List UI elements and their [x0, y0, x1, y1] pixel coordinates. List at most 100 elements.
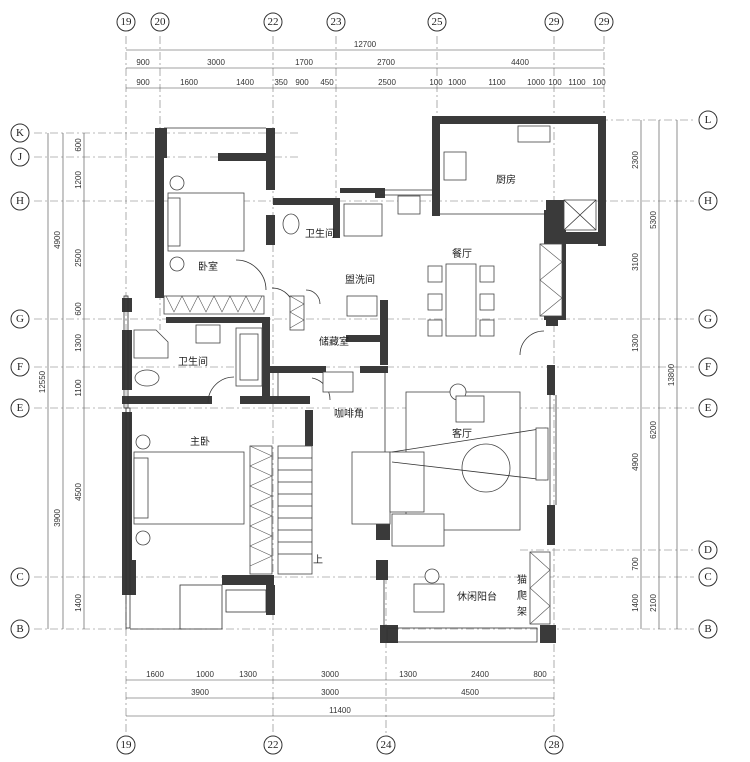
axis-bubble: D	[698, 540, 718, 560]
axis-bubble: 22	[263, 735, 283, 755]
room-label-cat-1: 猫	[517, 573, 527, 586]
axis-bubbles-top: 19 20 22 23 25 29 29	[116, 12, 614, 32]
axis-bubble: 23	[326, 12, 346, 32]
axis-bubble: 29	[544, 12, 564, 32]
room-labels: 厨房 餐厅 卫生间 盥洗间 卧室 储藏室 卫生间 咖啡角 客厅 主卧 休闲阳台 …	[178, 173, 527, 618]
axis-bubble: 22	[263, 12, 283, 32]
room-label-wash: 盥洗间	[345, 273, 375, 286]
svg-text:1000: 1000	[448, 78, 466, 87]
svg-text:3900: 3900	[191, 688, 209, 697]
axis-bubble: C	[698, 567, 718, 587]
svg-text:29: 29	[599, 16, 611, 28]
axis-bubble: K	[10, 123, 30, 143]
axis-bubble: L	[698, 110, 718, 130]
svg-text:450: 450	[320, 78, 334, 87]
svg-text:4500: 4500	[74, 483, 83, 501]
svg-text:3000: 3000	[321, 670, 339, 679]
svg-text:1300: 1300	[399, 670, 417, 679]
outlines	[123, 127, 557, 643]
axis-bubble: G	[10, 309, 30, 329]
svg-text:100: 100	[548, 78, 562, 87]
svg-text:F: F	[17, 361, 23, 373]
axis-bubble: E	[10, 398, 30, 418]
svg-text:1100: 1100	[488, 78, 506, 87]
svg-text:4900: 4900	[53, 231, 62, 249]
svg-text:20: 20	[155, 16, 167, 28]
svg-text:700: 700	[631, 557, 640, 571]
svg-text:900: 900	[136, 58, 150, 67]
svg-text:12550: 12550	[38, 370, 47, 393]
svg-text:22: 22	[268, 16, 279, 28]
axis-bubble: C	[10, 567, 30, 587]
svg-text:600: 600	[74, 138, 83, 152]
svg-text:K: K	[16, 127, 24, 139]
svg-text:D: D	[704, 544, 712, 556]
svg-text:H: H	[16, 195, 24, 207]
dimension-top: 12700 900 3000 1700 2700 4400 900 1600 1…	[126, 40, 606, 89]
room-label-balcony: 休闲阳台	[457, 590, 497, 603]
svg-text:29: 29	[549, 16, 561, 28]
axis-bubbles-left: K J H G F E C B	[10, 123, 30, 639]
room-label-kitchen: 厨房	[496, 173, 516, 186]
svg-text:6200: 6200	[649, 421, 658, 439]
svg-text:1700: 1700	[295, 58, 313, 67]
svg-text:900: 900	[136, 78, 150, 87]
room-label-bedroom: 卧室	[198, 260, 218, 273]
axis-bubble: H	[10, 191, 30, 211]
svg-text:1400: 1400	[236, 78, 254, 87]
room-label-bath-top: 卫生间	[305, 227, 335, 240]
svg-text:1300: 1300	[239, 670, 257, 679]
room-label-coffee: 咖啡角	[334, 408, 364, 420]
dimension-right: 2300 3100 1300 4900 700 1400 5300 6200 2…	[631, 120, 678, 629]
svg-text:C: C	[16, 571, 23, 583]
svg-text:B: B	[16, 623, 23, 635]
svg-text:1100: 1100	[568, 78, 586, 87]
axis-lines	[34, 36, 694, 735]
svg-text:C: C	[704, 571, 711, 583]
room-label-storage: 储藏室	[319, 335, 349, 348]
svg-text:13800: 13800	[667, 363, 676, 386]
svg-text:B: B	[704, 623, 711, 635]
svg-text:1100: 1100	[74, 379, 83, 397]
svg-text:2500: 2500	[378, 78, 396, 87]
axis-bubble: E	[698, 398, 718, 418]
svg-text:F: F	[705, 361, 711, 373]
svg-text:E: E	[705, 402, 712, 414]
room-label-cat-2: 爬	[517, 590, 527, 602]
axis-bubble: B	[10, 619, 30, 639]
svg-text:1000: 1000	[527, 78, 545, 87]
svg-text:1300: 1300	[631, 334, 640, 352]
svg-text:22: 22	[268, 739, 279, 751]
svg-text:H: H	[704, 195, 712, 207]
svg-text:3000: 3000	[207, 58, 225, 67]
svg-text:4900: 4900	[631, 453, 640, 471]
svg-text:G: G	[16, 313, 24, 325]
svg-text:24: 24	[381, 739, 393, 751]
room-label-bath-left: 卫生间	[178, 355, 208, 368]
axis-bubbles-bottom: 19 22 24 28	[116, 735, 564, 755]
axis-bubble: F	[698, 357, 718, 377]
svg-text:4400: 4400	[511, 58, 529, 67]
axis-bubble: 20	[150, 12, 170, 32]
svg-text:600: 600	[74, 302, 83, 316]
svg-text:1400: 1400	[74, 594, 83, 612]
svg-text:1600: 1600	[180, 78, 198, 87]
svg-text:3900: 3900	[53, 509, 62, 527]
room-label-dining: 餐厅	[452, 247, 472, 260]
axis-bubble: G	[698, 309, 718, 329]
svg-text:12700: 12700	[354, 40, 377, 49]
room-label-master: 主卧	[190, 435, 210, 448]
svg-text:900: 900	[295, 78, 309, 87]
stair-up-label: 上	[313, 554, 323, 566]
axis-bubble: H	[698, 191, 718, 211]
svg-text:1600: 1600	[146, 670, 164, 679]
svg-text:4500: 4500	[461, 688, 479, 697]
svg-text:1000: 1000	[196, 670, 214, 679]
svg-text:J: J	[18, 151, 23, 163]
svg-text:350: 350	[274, 78, 288, 87]
axis-bubble: 19	[116, 12, 136, 32]
axis-bubble: 25	[427, 12, 447, 32]
axis-bubble: 28	[544, 735, 564, 755]
axis-bubbles-right: L H G F E D C B	[698, 110, 718, 639]
svg-text:100: 100	[429, 78, 443, 87]
